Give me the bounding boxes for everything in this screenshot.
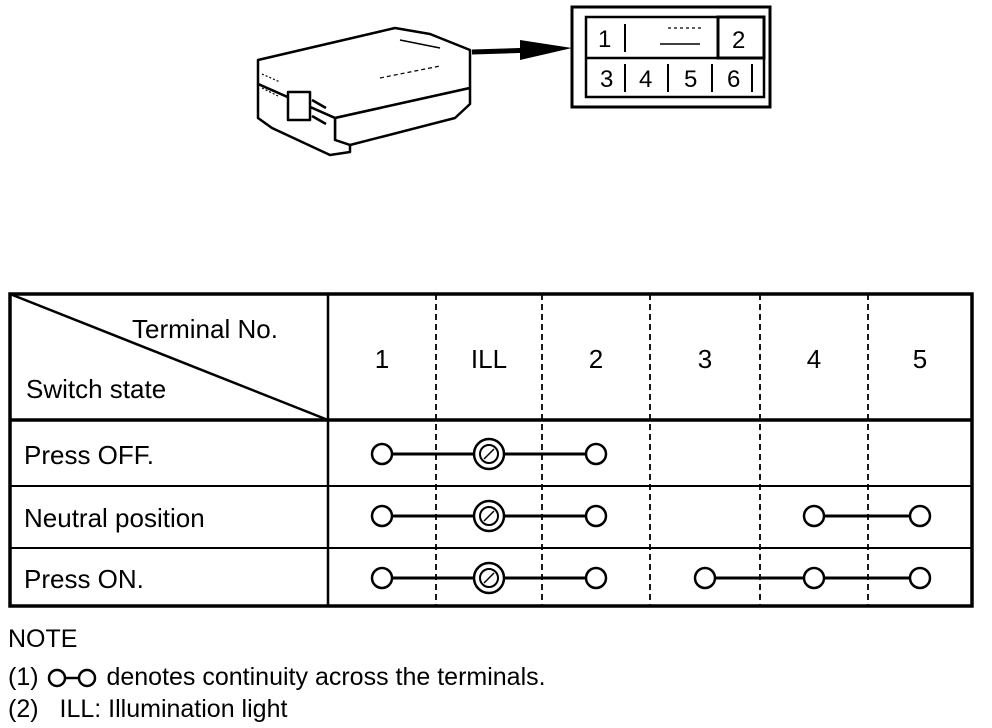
column-header: 5 xyxy=(913,344,927,374)
row-label-press-on: Press ON. xyxy=(24,564,144,594)
terminal-node xyxy=(370,566,394,590)
note-2-text: ILL: Illumination light xyxy=(59,695,288,723)
switch-component-illustration xyxy=(256,26,472,157)
connector-face xyxy=(570,5,772,109)
note-1-text: denotes continuity across the terminals. xyxy=(106,663,546,691)
terminal-node xyxy=(584,566,608,590)
terminal-node xyxy=(370,442,394,466)
continuity-marks xyxy=(370,437,932,595)
pin-3-label: 3 xyxy=(600,66,613,93)
note-2-prefix: (2) xyxy=(8,695,39,723)
terminal-node xyxy=(802,566,826,590)
pin-6-label: 6 xyxy=(727,66,740,93)
terminal-node xyxy=(693,566,717,590)
row-labels: Press OFF. Neutral position Press ON. xyxy=(24,440,205,594)
note-1-prefix: (1) xyxy=(8,663,39,691)
pin-4-label: 4 xyxy=(639,66,652,93)
header-terminal-no: Terminal No. xyxy=(132,314,278,344)
terminal-node xyxy=(370,504,394,528)
illumination-lamp-filament xyxy=(483,572,495,584)
table-header: Terminal No. Switch state 1 ILL 2 3 4 5 xyxy=(26,314,927,404)
terminal-node xyxy=(584,442,608,466)
illumination-lamp-filament xyxy=(483,448,495,460)
note-1: (1) denotes continuity across the termin… xyxy=(8,664,546,690)
terminal-node xyxy=(908,504,932,528)
connector-pin-labels: 1 2 3 4 5 6 xyxy=(598,26,745,93)
row-label-neutral: Neutral position xyxy=(24,503,205,533)
column-header: 3 xyxy=(698,344,712,374)
row-label-press-off: Press OFF. xyxy=(24,440,154,470)
pin-1-label: 1 xyxy=(598,26,611,53)
note-title: NOTE xyxy=(8,625,78,653)
column-header: ILL xyxy=(471,344,507,374)
pin-2-label: 2 xyxy=(732,27,745,54)
terminal-node xyxy=(802,504,826,528)
terminal-node xyxy=(584,504,608,528)
terminal-node xyxy=(908,566,932,590)
pin-5-label: 5 xyxy=(684,66,697,93)
header-switch-state: Switch state xyxy=(26,374,166,404)
continuity-symbol-icon xyxy=(47,669,96,688)
column-header: 4 xyxy=(807,344,821,374)
illumination-lamp-filament xyxy=(483,510,495,522)
column-header: 1 xyxy=(375,344,389,374)
continuity-table xyxy=(8,292,974,608)
column-header: 2 xyxy=(589,344,603,374)
pointer-arrow xyxy=(471,40,572,60)
note-2: (2) ILL: Illumination light xyxy=(8,696,287,722)
